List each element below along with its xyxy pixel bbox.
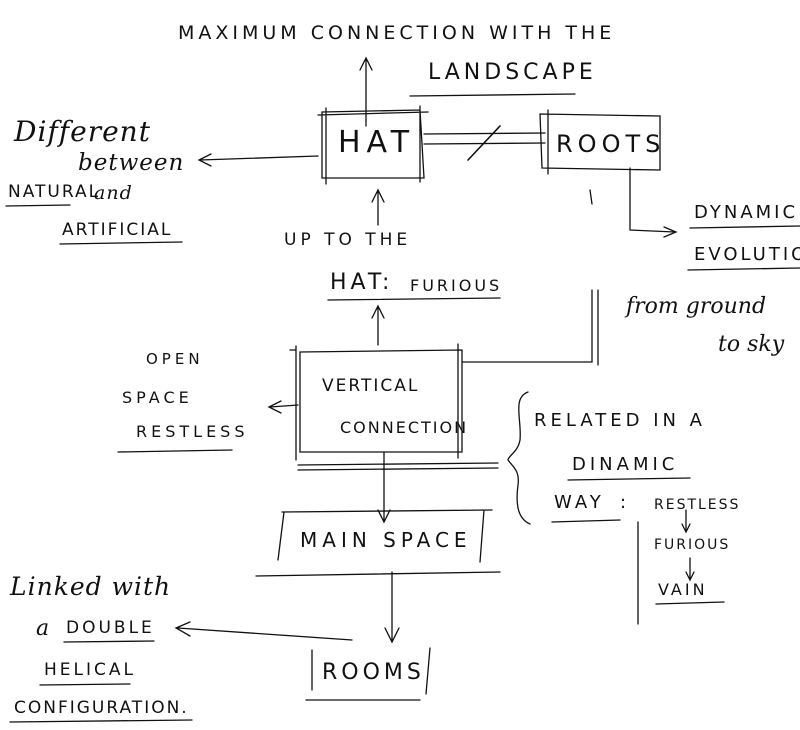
related-note-dinamic: DINAMIC	[572, 454, 679, 475]
left-note-artificial: ARTIFICIAL	[62, 220, 173, 240]
rooms-box-outline	[305, 647, 431, 701]
artificial-underline	[59, 241, 183, 245]
arrow-vertical-to-open	[267, 400, 299, 414]
dinamic-underline	[567, 477, 691, 481]
left-note-line2: between	[78, 150, 185, 176]
evolution-underline	[687, 267, 800, 271]
arrow-main-to-rooms	[384, 571, 400, 644]
main-space-box-outline	[255, 509, 501, 577]
roots-box-label: ROOTS	[556, 130, 666, 158]
arrow-roots-to-dynamic	[629, 167, 678, 238]
related-note-furious: FURIOUS	[654, 537, 731, 553]
vertical-box-outline	[289, 343, 463, 461]
open-note-line2: SPACE	[122, 388, 193, 407]
vain-underline	[655, 601, 725, 605]
arrow-furious-to-vain	[685, 557, 695, 582]
arrow-vertical-to-main	[377, 451, 391, 524]
linked-note-line1: Linked with	[10, 572, 172, 601]
related-brace	[507, 391, 531, 525]
open-note-line1: OPEN	[146, 350, 204, 368]
open-note-line3: RESTLESS	[136, 422, 249, 441]
up-note-furious: FURIOUS	[410, 276, 503, 295]
arrow-hat-to-left	[197, 153, 319, 167]
landscape-underline	[409, 93, 576, 97]
vertical-to-roots-line	[461, 289, 599, 366]
related-note-way: WAY	[554, 492, 605, 513]
linked-note-configuration: CONFIGURATION.	[14, 698, 189, 718]
roots-tick	[589, 189, 593, 205]
main-space-box-label: MAIN SPACE	[300, 528, 472, 552]
configuration-underline	[9, 719, 193, 723]
right-note-to-sky: to sky	[718, 332, 785, 357]
left-note-and: and	[94, 182, 133, 204]
arrow-hat-to-landscape	[359, 56, 373, 127]
arrow-restless-to-furious	[681, 509, 691, 534]
hat-roots-slash	[467, 125, 501, 161]
double-underline	[63, 640, 155, 643]
linked-note-a: a	[36, 616, 51, 641]
arrow-rooms-to-linked	[174, 621, 353, 641]
restless-underline	[117, 449, 233, 453]
hat-furious-underline	[327, 297, 501, 301]
hat-box-outline	[317, 105, 429, 185]
vertical-box-line1: VERTICAL	[322, 376, 420, 396]
natural-underline	[5, 204, 71, 207]
hat-box-label: HAT	[338, 125, 416, 160]
linked-note-helical: HELICAL	[44, 660, 136, 680]
linked-note-double: DOUBLE	[66, 618, 155, 638]
up-note-hat: HAT	[330, 270, 386, 295]
rooms-box-label: ROOMS	[322, 660, 425, 685]
right-note-evolution: EVOLUTION	[694, 244, 800, 265]
dynamic-underline	[689, 225, 800, 229]
helical-underline	[39, 683, 131, 686]
right-note-from-ground: from ground	[626, 294, 767, 319]
right-note-dynamic: DYNAMIC	[694, 202, 799, 223]
vertical-double-line	[297, 462, 499, 471]
arrow-vertical-to-hat-note	[371, 304, 385, 346]
up-note-colon: :	[382, 270, 390, 295]
related-note-restless: RESTLESS	[654, 497, 741, 513]
left-note-natural: NATURAL	[8, 182, 101, 202]
related-note-vain: VAIN	[658, 580, 708, 599]
top-heading-landscape: LANDSCAPE	[428, 60, 597, 85]
arrow-up-to-hat	[371, 188, 385, 226]
related-note-line1: RELATED IN A	[534, 410, 706, 431]
related-note-colon: :	[620, 492, 627, 513]
up-note-line1: UP TO THE	[284, 230, 412, 250]
roots-box-outline	[539, 109, 661, 175]
top-heading-line1: MAXIMUM CONNECTION WITH THE	[178, 22, 616, 44]
left-note-line1: Different	[14, 115, 151, 148]
vertical-box-line2: CONNECTION	[340, 418, 469, 437]
way-underline	[551, 519, 621, 523]
